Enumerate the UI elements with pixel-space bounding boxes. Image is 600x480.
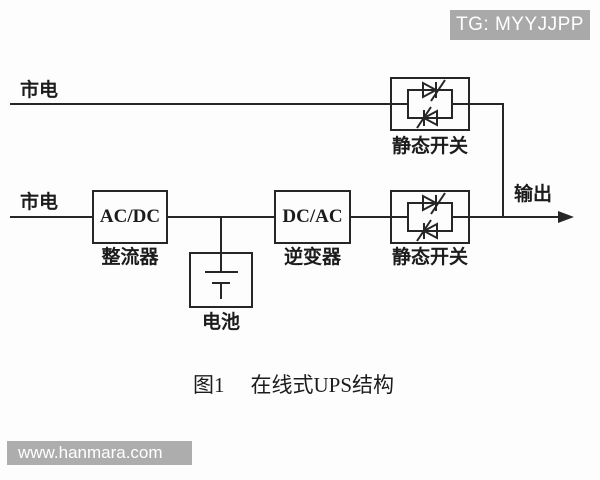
main-wire <box>10 211 574 223</box>
inverter-box-label: DC/AC <box>282 205 343 227</box>
battery-symbol <box>205 254 238 299</box>
watermark: www.hanmara.com <box>7 441 192 465</box>
static-switch-bottom-caption: 静态开关 <box>391 247 468 268</box>
output-label: 输出 <box>514 184 553 205</box>
inverter-box <box>274 190 351 244</box>
mains-label-top: 市电 <box>20 80 59 101</box>
inverter-caption: 逆变器 <box>283 247 341 268</box>
static-switch-top-box <box>390 77 470 131</box>
output-arrowhead <box>558 211 574 223</box>
rectifier-box-label: AC/DC <box>99 205 161 227</box>
mains-wire-top <box>10 103 504 217</box>
figure-caption: 图1 在线式UPS结构 <box>193 369 394 399</box>
static-switch-bottom-box <box>390 190 470 244</box>
figure-title: 在线式UPS结构 <box>250 373 395 397</box>
battery-box <box>189 252 253 308</box>
battery-branch <box>189 217 253 308</box>
static-switch-top-caption: 静态开关 <box>391 136 468 157</box>
mains-label-bottom: 市电 <box>20 192 59 213</box>
tg-badge: TG: MYYJJPP <box>450 10 590 40</box>
battery-caption: 电池 <box>201 312 240 333</box>
rectifier-caption: 整流器 <box>101 247 159 268</box>
rectifier-box <box>92 190 168 244</box>
figure-number: 图1 <box>193 373 225 397</box>
